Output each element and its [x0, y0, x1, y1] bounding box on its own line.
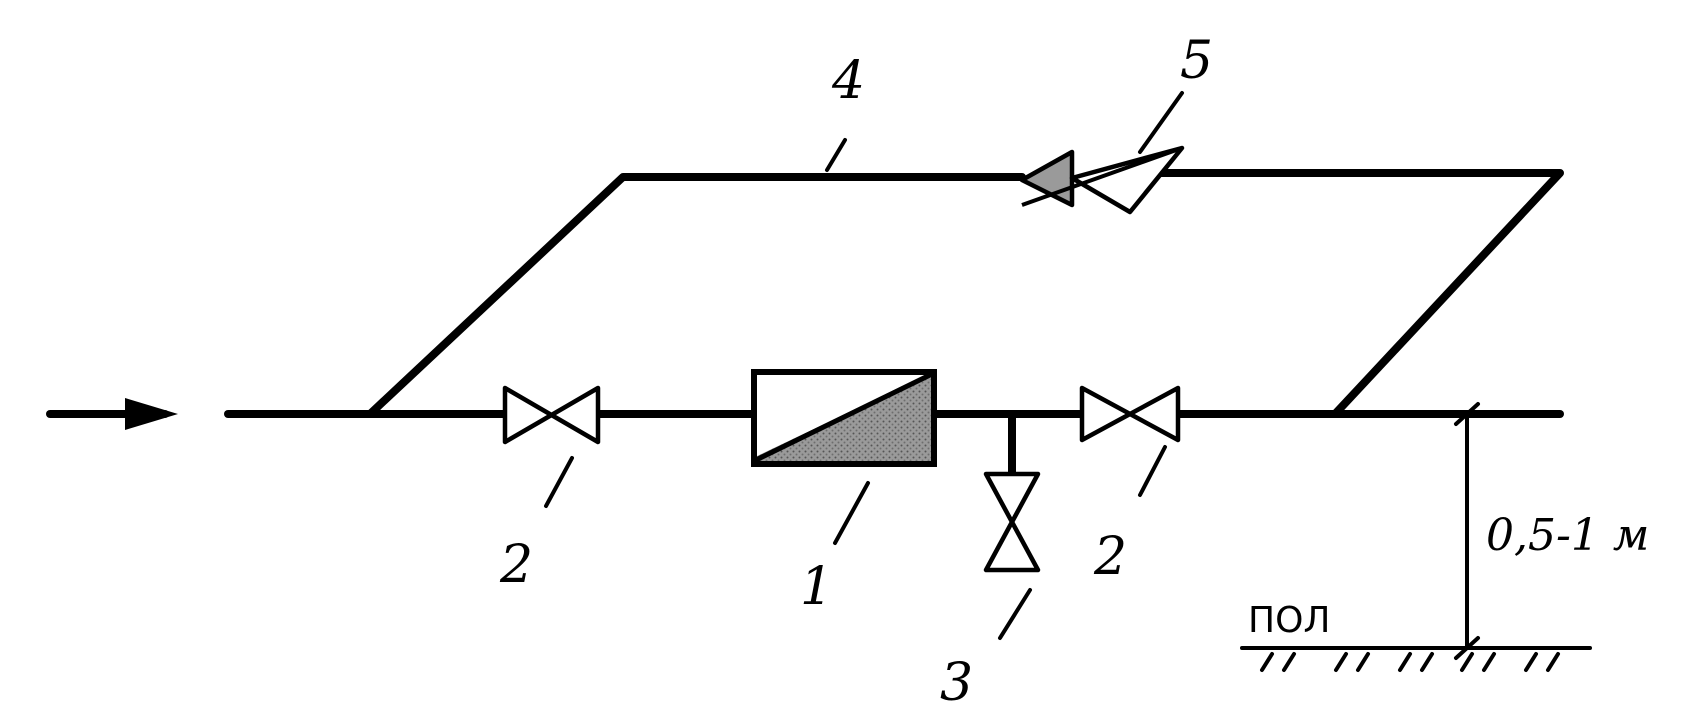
- flow-direction-arrow: [46, 398, 178, 430]
- bypass-line: [366, 169, 1564, 418]
- water-meter-icon: [751, 369, 937, 467]
- inlet-valve-icon: [502, 385, 601, 445]
- height-dimension: [1454, 402, 1480, 660]
- inlet-valve-label: 2: [499, 535, 533, 595]
- leader-lines: [544, 91, 1184, 640]
- outlet-valve-label: 2: [1093, 527, 1127, 587]
- meter-label: 1: [800, 557, 833, 617]
- floor-line: [1240, 646, 1592, 672]
- bypass-line-label: 4: [831, 51, 865, 111]
- floor-label: ПОЛ: [1248, 600, 1330, 641]
- height-dimension-label: 0,5-1 м: [1486, 510, 1649, 561]
- drain-valve-icon: [983, 410, 1041, 573]
- bypass-valve-label: 5: [1180, 31, 1213, 91]
- bypass-valve-icon: [1019, 145, 1185, 215]
- outlet-valve-icon: [1079, 385, 1181, 443]
- drain-valve-label: 3: [940, 653, 973, 713]
